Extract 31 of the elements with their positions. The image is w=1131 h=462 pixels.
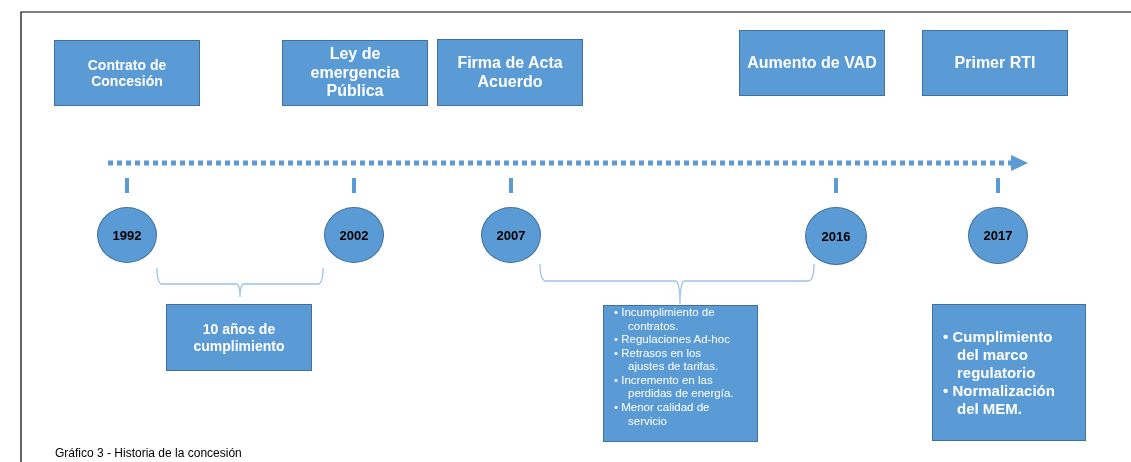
bullet-item: • Incumplimiento de contratos. xyxy=(614,306,716,334)
event-label: Contrato de Concesión xyxy=(86,56,168,90)
event-box xyxy=(437,39,583,106)
year-label: 1992 xyxy=(112,227,142,243)
note-box xyxy=(603,305,758,442)
event-box xyxy=(282,40,428,106)
bullet-item: • Retrasos en los ajustes de tarifas. xyxy=(614,346,720,374)
event-label: Firma de Acta Acuerdo xyxy=(456,54,564,91)
event-box xyxy=(166,304,312,371)
bullet-item: • Incremento en las perdidas de energía. xyxy=(614,373,734,401)
caption: Gráfico 3 - Historia de la concesión xyxy=(55,446,242,460)
event-label: 10 años de cumplimiento xyxy=(192,321,286,354)
event-label: Primer RTI xyxy=(954,53,1036,73)
bullet-item: • Normalización del MEM. xyxy=(943,381,1056,418)
year-label: 2017 xyxy=(983,228,1013,243)
bullet-item: • Menor calidad de servicio xyxy=(614,400,711,429)
event-box xyxy=(739,30,885,96)
note-box xyxy=(932,304,1086,441)
year-circle xyxy=(968,207,1028,264)
year-label: 2016 xyxy=(821,228,851,244)
event-box xyxy=(54,40,200,106)
year-circle xyxy=(97,207,157,263)
year-label: 2002 xyxy=(339,227,369,243)
bullet-item: • Cumplimiento del marco regulatorio xyxy=(943,327,1054,382)
event-box xyxy=(922,30,1068,96)
year-circle xyxy=(324,207,384,263)
year-label: 2007 xyxy=(496,227,526,243)
event-label: Aumento de VAD xyxy=(747,53,877,73)
bullet-item: • Regulaciones Ad-hoc xyxy=(614,333,731,347)
event-label: Ley de emergencia Pública xyxy=(309,45,401,101)
year-circle xyxy=(481,207,541,263)
